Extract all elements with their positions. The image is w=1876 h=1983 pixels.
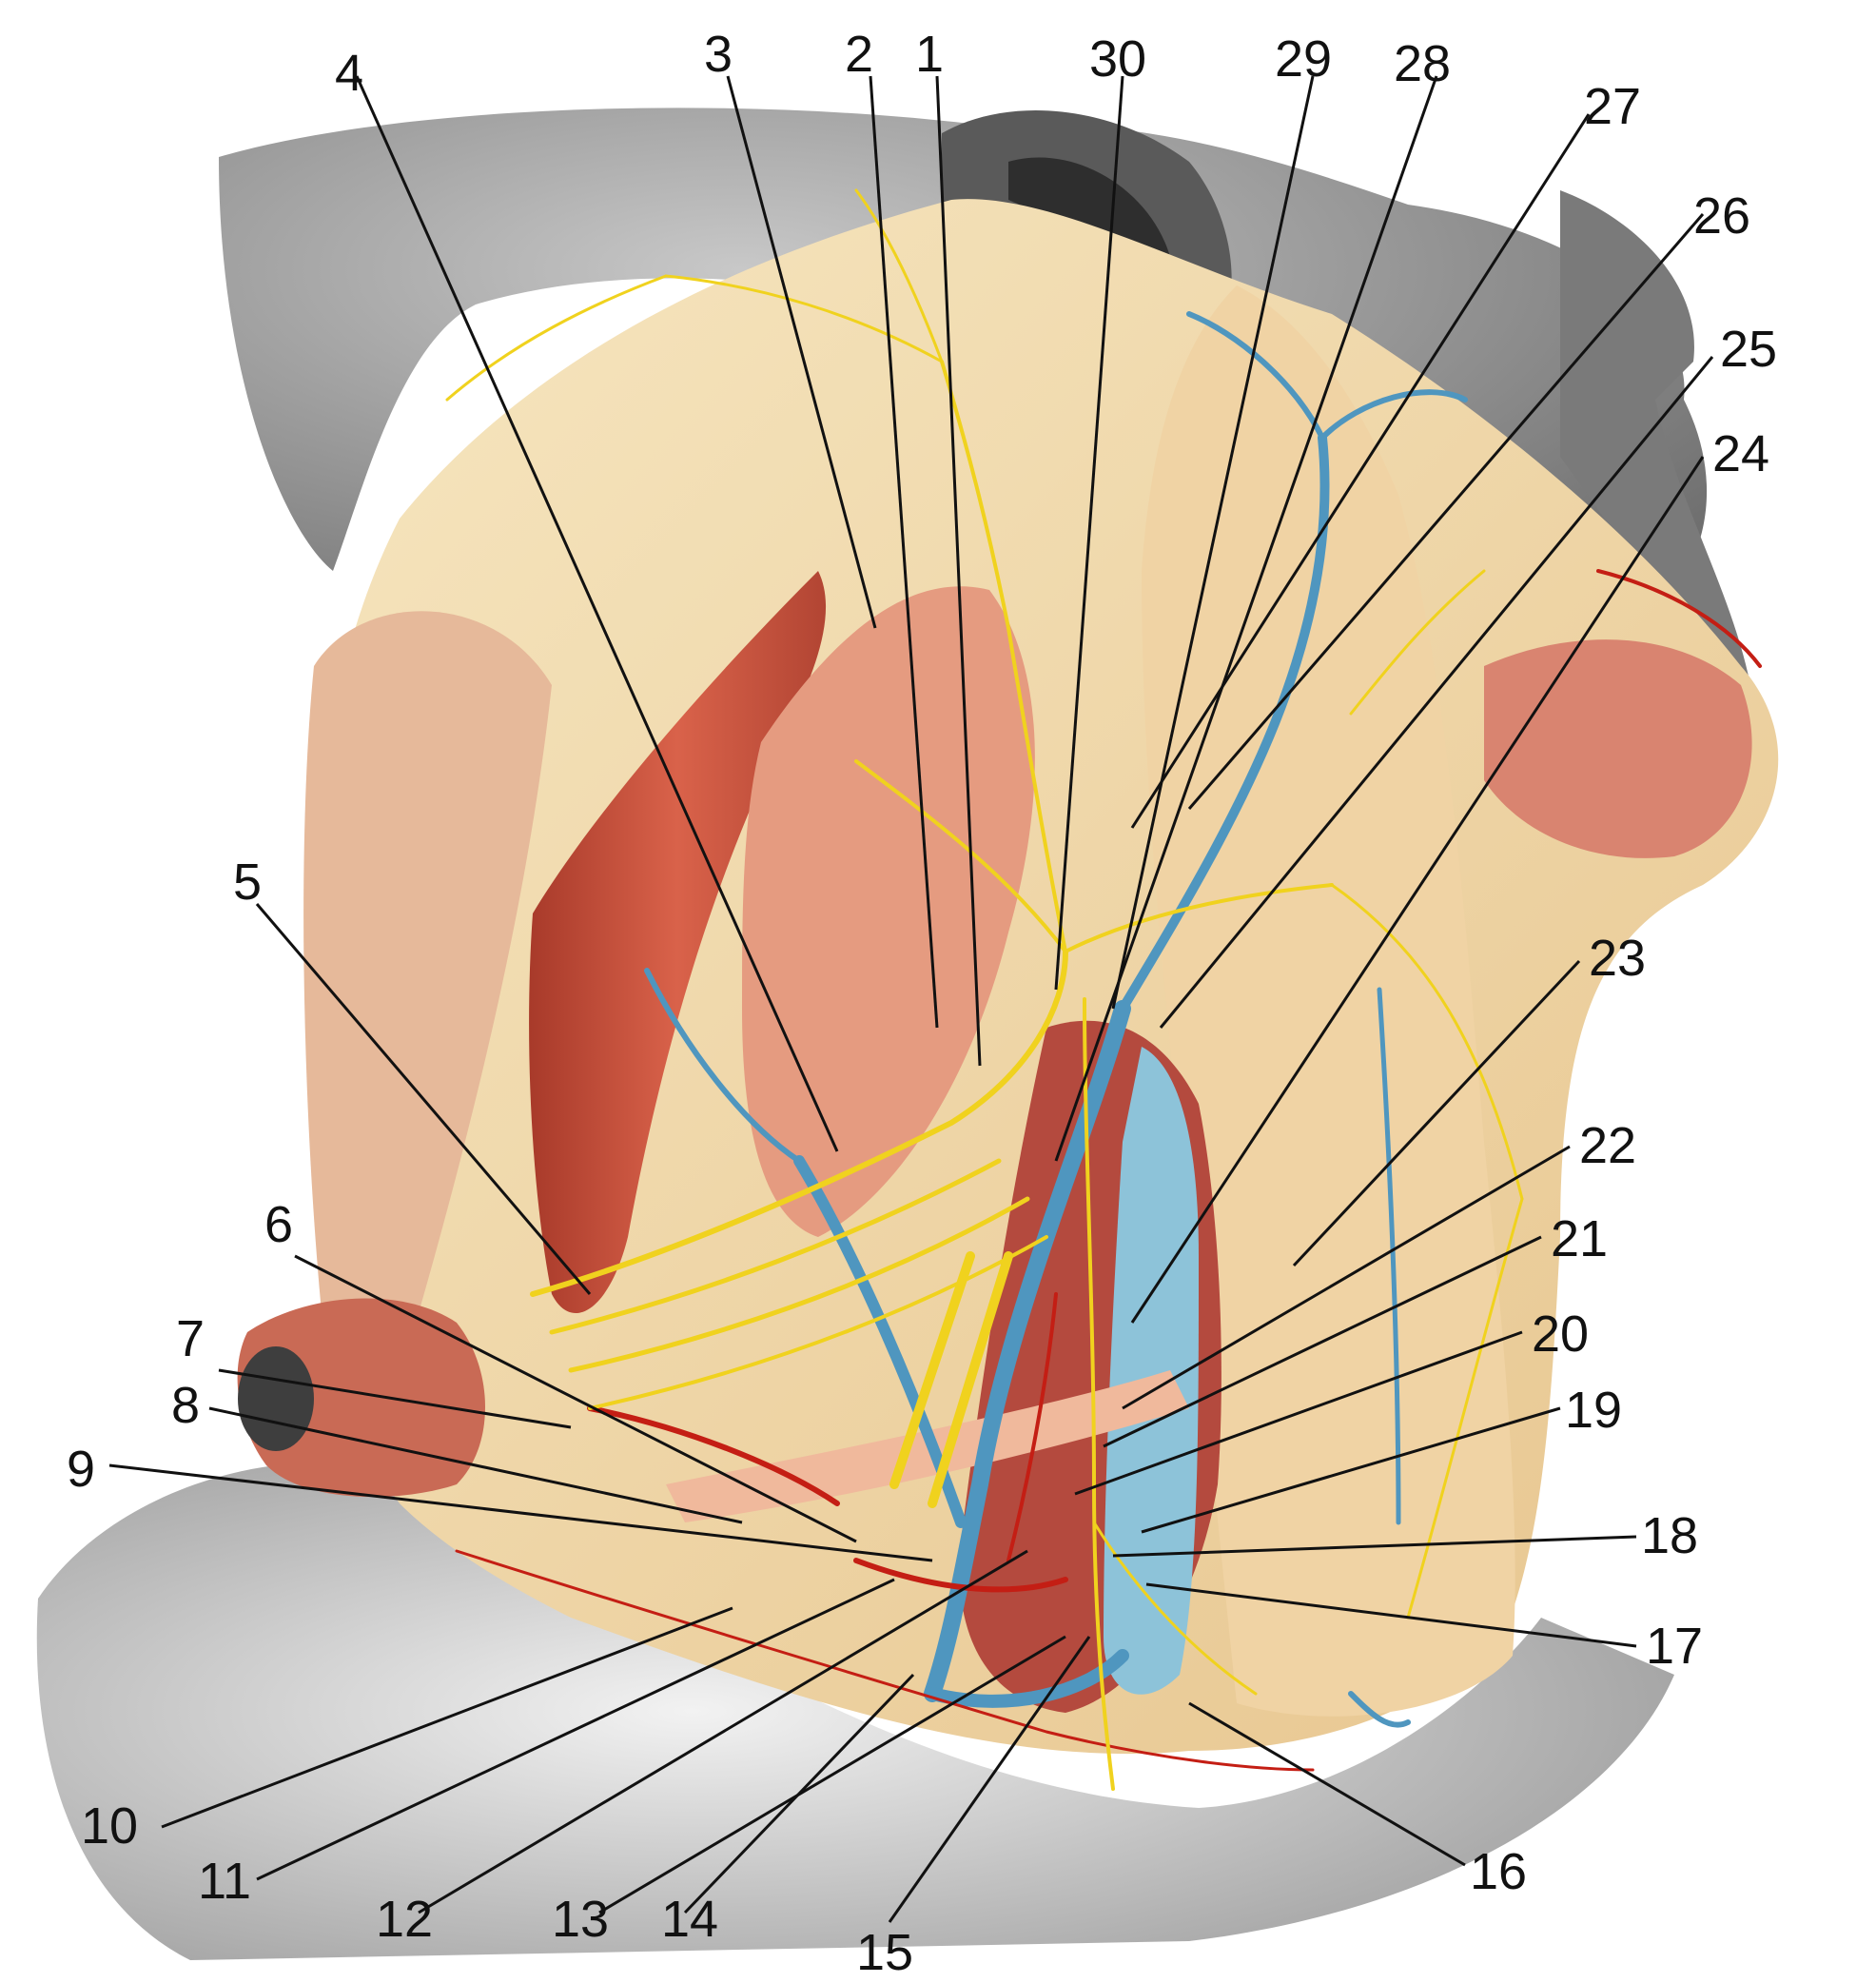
callout-3: 3 bbox=[704, 26, 733, 83]
callout-30: 30 bbox=[1089, 30, 1146, 88]
callout-7: 7 bbox=[176, 1310, 205, 1367]
clavicle-stump bbox=[237, 1298, 485, 1498]
sternocleidomastoid bbox=[1142, 285, 1515, 1717]
callout-4: 4 bbox=[335, 45, 363, 102]
shoulder-region bbox=[36, 1462, 1674, 1960]
callout-22: 22 bbox=[1579, 1117, 1636, 1174]
callout-16: 16 bbox=[1470, 1843, 1527, 1900]
reflected-fascia-left bbox=[303, 611, 552, 1370]
callout-18: 18 bbox=[1641, 1507, 1698, 1564]
callout-12: 12 bbox=[376, 1891, 433, 1948]
clavicle-end bbox=[238, 1346, 314, 1451]
callout-9: 9 bbox=[67, 1441, 95, 1498]
callout-25: 25 bbox=[1720, 321, 1777, 378]
callout-10: 10 bbox=[81, 1797, 138, 1855]
callout-26: 26 bbox=[1693, 187, 1750, 245]
nerves bbox=[445, 188, 1524, 1791]
callout-13: 13 bbox=[552, 1891, 609, 1948]
callout-28: 28 bbox=[1394, 35, 1451, 92]
callout-8: 8 bbox=[171, 1377, 200, 1434]
callout-20: 20 bbox=[1532, 1306, 1589, 1363]
callout-numbers: 1 2 3 4 5 6 7 8 9 10 11 12 13 14 15 16 1… bbox=[67, 26, 1777, 1981]
callout-14: 14 bbox=[661, 1891, 718, 1948]
internal-jugular-vein bbox=[1104, 1047, 1199, 1695]
leader-lines bbox=[108, 75, 1714, 1923]
callout-11: 11 bbox=[198, 1853, 251, 1910]
callout-29: 29 bbox=[1275, 30, 1332, 88]
callout-5: 5 bbox=[233, 854, 262, 911]
pink-muscle-mass bbox=[742, 586, 1035, 1237]
submandibular-muscle bbox=[1484, 639, 1752, 858]
red-muscle-band bbox=[529, 571, 827, 1313]
callout-19: 19 bbox=[1565, 1382, 1622, 1439]
scalp-region bbox=[219, 108, 1708, 647]
callout-21: 21 bbox=[1551, 1210, 1608, 1267]
callout-17: 17 bbox=[1646, 1618, 1703, 1675]
callout-6: 6 bbox=[264, 1196, 293, 1253]
callout-24: 24 bbox=[1712, 425, 1769, 482]
callout-15: 15 bbox=[856, 1924, 913, 1981]
callout-2: 2 bbox=[845, 26, 873, 83]
callout-23: 23 bbox=[1589, 930, 1646, 987]
callout-1: 1 bbox=[915, 26, 944, 83]
callout-27: 27 bbox=[1584, 78, 1641, 135]
